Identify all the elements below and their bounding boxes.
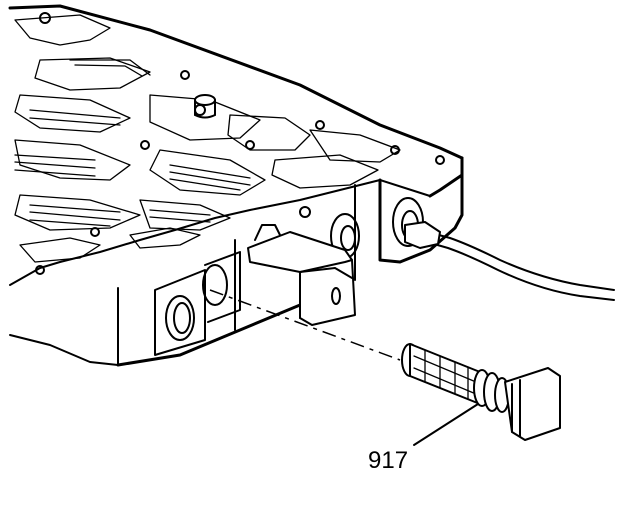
callout-917: 917 [368, 403, 479, 474]
front-bore-middle [202, 251, 241, 323]
channel-pattern [14, 14, 401, 263]
callout-label: 917 [368, 447, 408, 474]
solenoid-bracket [247, 224, 356, 326]
raised-boss [194, 94, 216, 119]
removal-path-line [209, 289, 401, 361]
front-bore-left [154, 269, 206, 356]
valve-body-casting [8, 4, 464, 367]
screen-filter-part [401, 343, 561, 441]
leader-line [413, 403, 479, 446]
wire-harness [404, 221, 615, 301]
